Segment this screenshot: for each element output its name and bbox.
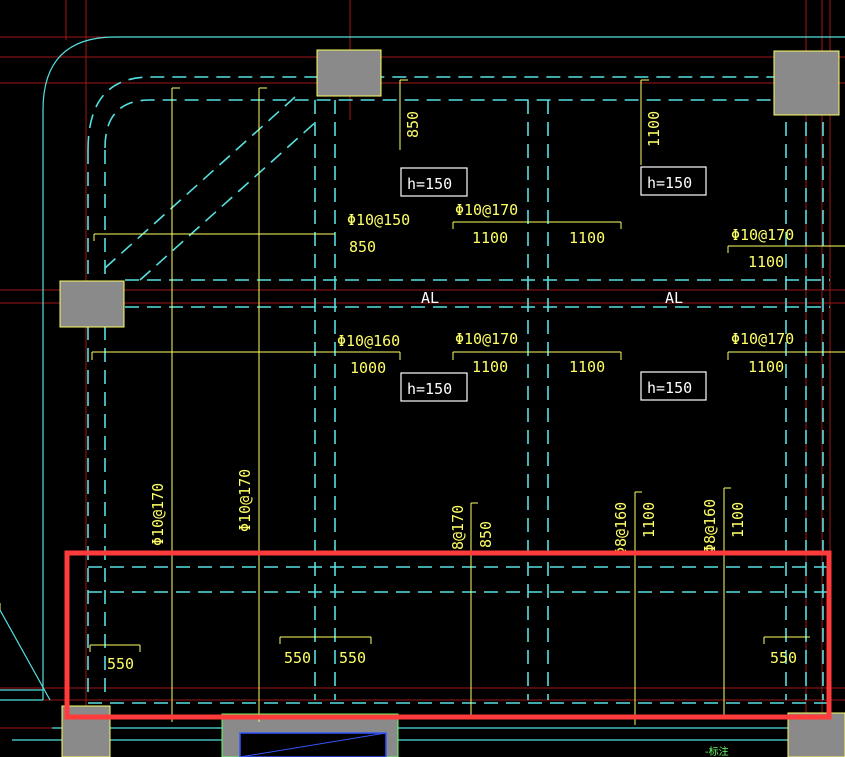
slab-thickness-label: h=150 xyxy=(407,380,452,398)
rebar-label-v5[interactable]: Φ8@160 xyxy=(701,499,719,553)
rebar-length-4: 1000 xyxy=(350,359,386,377)
rebar-length-5b: 1100 xyxy=(569,358,605,376)
rebar-label-2[interactable]: Φ10@170 xyxy=(455,201,518,219)
rebar-length-v4: 1100 xyxy=(640,502,658,538)
rebar-length-b1: 550 xyxy=(107,655,134,673)
rebar-length-2b: 1100 xyxy=(569,229,605,247)
rebar-label-3[interactable]: Φ10@170 xyxy=(731,226,794,244)
slab-thickness-label: h=150 xyxy=(647,379,692,397)
slab-thickness-tag-lower-right[interactable]: h=150 xyxy=(640,371,707,401)
slab-outline xyxy=(0,36,845,741)
rebar-length-top-b: 1100 xyxy=(645,111,663,147)
beam-label-left[interactable]: AL xyxy=(421,289,439,307)
selection-rectangle[interactable] xyxy=(64,550,832,720)
rebar-length-top-a: 850 xyxy=(404,111,422,138)
rebar-label-v3[interactable]: 8@170 xyxy=(449,505,467,550)
column-top-right xyxy=(773,50,840,116)
rebar-length-2a: 1100 xyxy=(472,229,508,247)
columns xyxy=(59,49,845,757)
column-left xyxy=(59,280,125,328)
slab-thickness-tag-upper-left[interactable]: h=150 xyxy=(400,167,468,197)
rebar-label-v1[interactable]: Φ10@170 xyxy=(149,483,167,546)
rebar-label-5[interactable]: Φ10@170 xyxy=(455,330,518,348)
rebar-length-3: 1100 xyxy=(748,253,784,271)
beam-dashed-lines xyxy=(87,76,830,704)
column-top-mid xyxy=(316,49,382,97)
slab-thickness-tag-upper-right[interactable]: h=150 xyxy=(640,166,707,196)
rebar-length-b2: 550 xyxy=(284,649,311,667)
rebar-length-5a: 1100 xyxy=(472,358,508,376)
column-bottom-right xyxy=(787,712,845,757)
rebar-label-1[interactable]: Φ10@150 xyxy=(347,211,410,229)
slab-thickness-label: h=150 xyxy=(647,174,692,192)
rebar-length-1: 850 xyxy=(349,238,376,256)
rebar-length-v5: 1100 xyxy=(729,502,747,538)
rebar-length-v3: 850 xyxy=(477,521,495,548)
slab-thickness-tag-lower-left[interactable]: h=150 xyxy=(400,372,468,402)
rebar-label-v4[interactable]: Φ8@160 xyxy=(612,502,630,556)
corner-note: -标注 xyxy=(705,745,729,757)
rebar-label-v2[interactable]: Φ10@170 xyxy=(236,469,254,532)
rebar-label-4[interactable]: Φ10@160 xyxy=(337,332,400,350)
rebar-length-6: 1100 xyxy=(748,358,784,376)
slab-thickness-label: h=150 xyxy=(407,175,452,193)
rebar-length-b3: 550 xyxy=(339,649,366,667)
rebar-lines xyxy=(0,79,845,725)
rebar-length-b4: 550 xyxy=(770,649,797,667)
rebar-label-6[interactable]: Φ10@170 xyxy=(731,330,794,348)
beam-label-right[interactable]: AL xyxy=(665,289,683,307)
